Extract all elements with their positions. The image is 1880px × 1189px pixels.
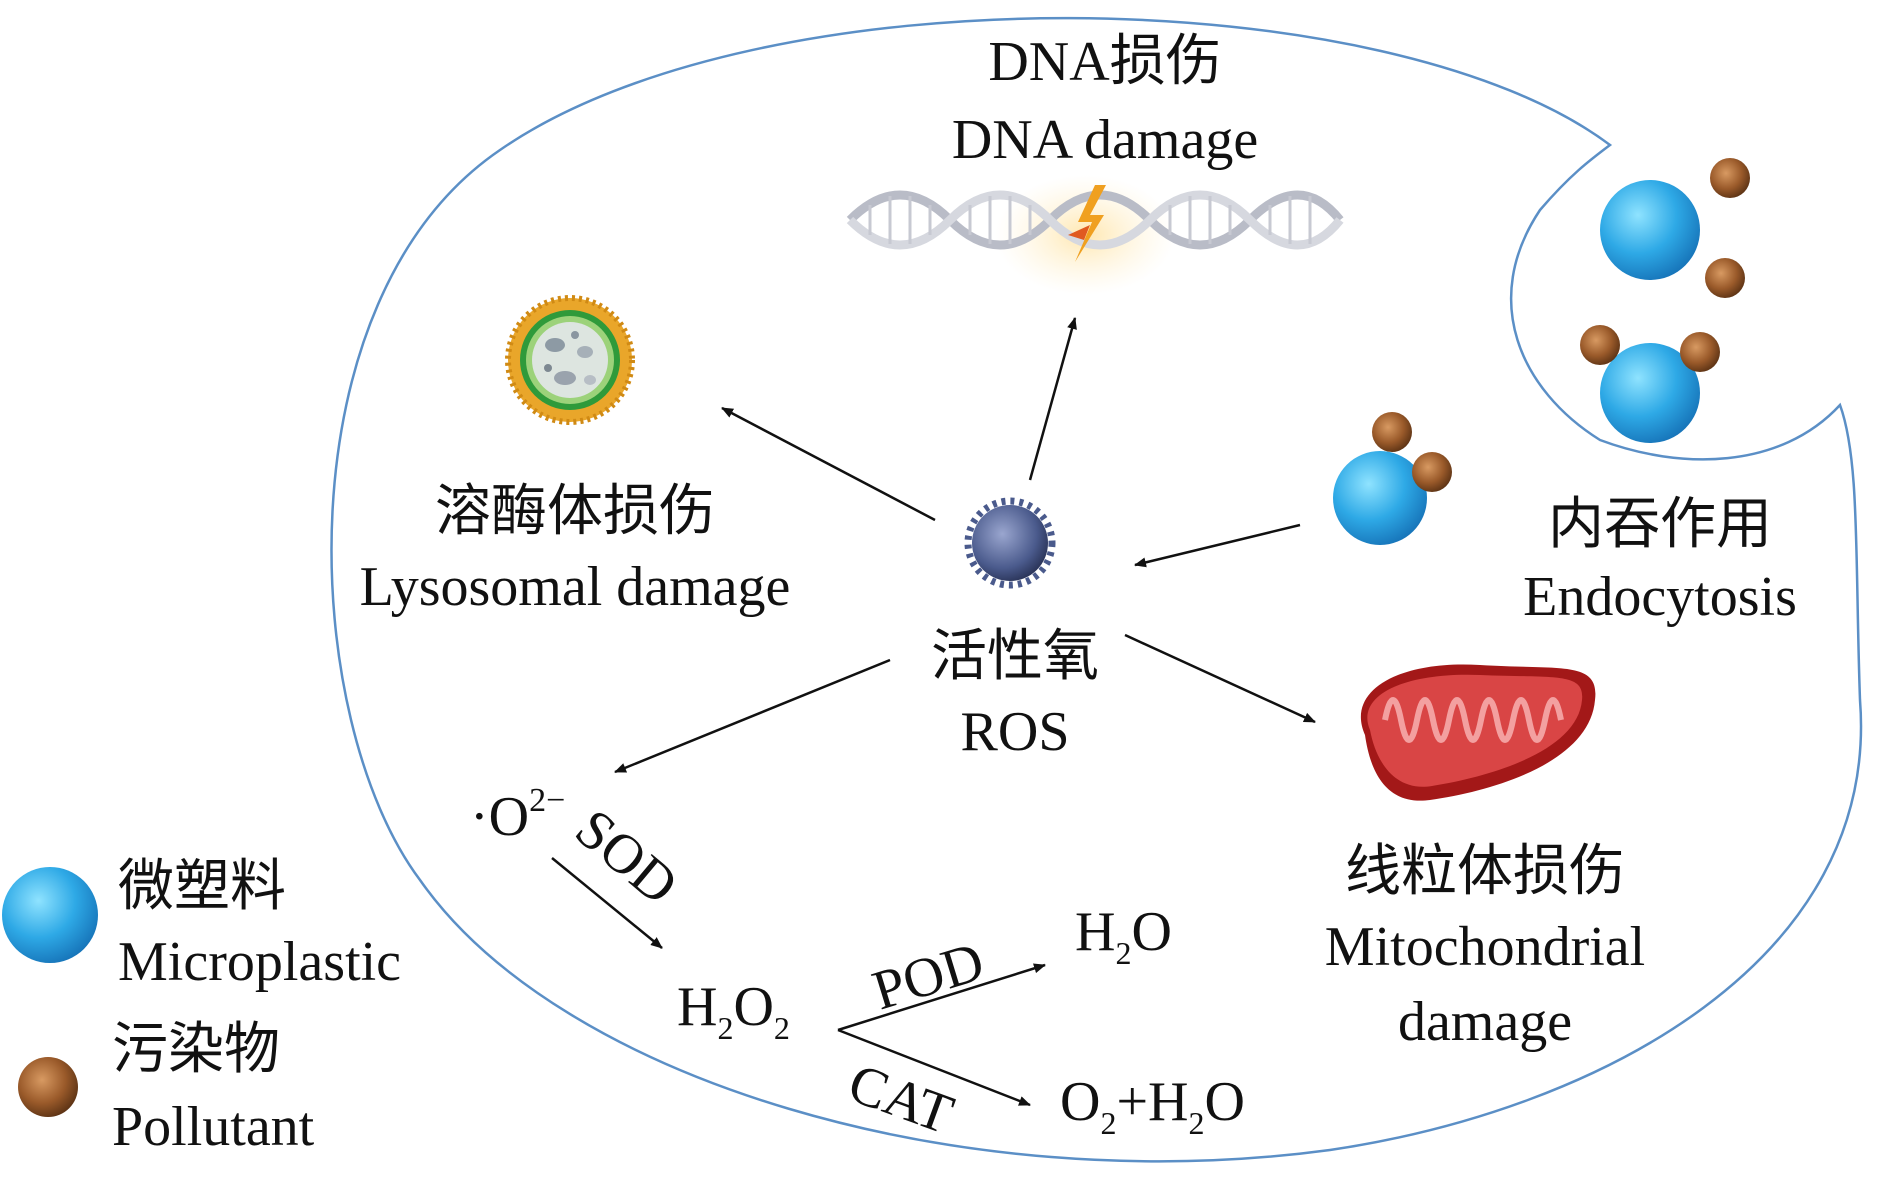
- lysosome-label-cn: 溶酶体损伤: [435, 479, 715, 544]
- microplastic-pollutant-inside-icon: [1333, 412, 1452, 545]
- superoxide-charge: 2−: [529, 782, 565, 819]
- endocytosis-microplastic-icon: [1580, 158, 1750, 443]
- h2o-label: H2O: [1075, 901, 1172, 971]
- cell-membrane: [330, 16, 1863, 1163]
- dna-label-en: DNA damage: [952, 109, 1258, 171]
- endocytosis-label-cn: 内吞作用: [1548, 492, 1772, 557]
- arrow-superoxide-to-h2o2: [551, 857, 663, 949]
- o2h2o-label: O2+H2O: [1060, 1071, 1245, 1141]
- o2h2o-a-sub: 2: [1100, 1105, 1116, 1141]
- h2o2-a-sub: 2: [717, 1010, 733, 1046]
- dna-label-cn: DNA损伤: [988, 31, 1221, 93]
- sod-label: SOD: [564, 797, 690, 917]
- arrow-microplastic-to-ros: [1134, 523, 1301, 568]
- o2h2o-a: O: [1060, 1071, 1100, 1133]
- arrow-ros-to-dna: [1028, 317, 1077, 481]
- cat-label: CAT: [841, 1052, 962, 1146]
- mitochondria-label-cn: 线粒体损伤: [1345, 839, 1625, 904]
- h2o-a-sub: 2: [1115, 935, 1131, 971]
- legend-microplastic-icon: [2, 867, 98, 963]
- legend-microplastic-en: Microplastic: [118, 931, 401, 993]
- arrow-h2o2-to-o2h2o: [837, 1028, 1031, 1107]
- superoxide-label: ·O2−: [470, 782, 565, 848]
- h2o-a: H: [1075, 901, 1115, 963]
- legend-pollutant-cn: 污染物: [112, 1017, 280, 1082]
- legend-pollutant-icon: [18, 1057, 78, 1117]
- legend-microplastic-cn: 微塑料: [118, 854, 286, 919]
- o2h2o-b-sub: 2: [1188, 1105, 1204, 1141]
- arrow-ros-to-superoxide: [614, 658, 891, 774]
- h2o2-a: H: [677, 976, 717, 1038]
- endocytosis-label-en: Endocytosis: [1523, 566, 1797, 628]
- lysosome-label-en: Lysosomal damage: [360, 556, 791, 618]
- h2o2-b: O: [733, 976, 773, 1038]
- ros-label-cn: 活性氧: [931, 624, 1099, 689]
- h2o-b: O: [1131, 901, 1171, 963]
- superoxide-prefix: ·O: [470, 786, 529, 848]
- ros-particle-icon: [964, 497, 1056, 589]
- pod-label: POD: [866, 930, 991, 1022]
- arrow-ros-to-lysosome: [721, 406, 936, 522]
- legend-pollutant-en: Pollutant: [112, 1096, 315, 1158]
- dna-helix-icon: [846, 175, 1344, 295]
- h2o2-b-sub: 2: [774, 1010, 790, 1046]
- arrow-ros-to-mitochondria: [1124, 633, 1316, 724]
- h2o2-label: H2O2: [677, 976, 790, 1046]
- ros-label-en: ROS: [961, 701, 1070, 763]
- lysosome-icon: [505, 295, 635, 425]
- o2h2o-c: O: [1204, 1071, 1244, 1133]
- mitochondria-label-en2: damage: [1398, 991, 1572, 1053]
- o2h2o-plus: +H: [1116, 1071, 1188, 1133]
- arrow-h2o2-to-h2o: [837, 963, 1046, 1032]
- mitochondrion-icon: [1360, 664, 1596, 801]
- mitochondria-label-en: Mitochondrial: [1325, 916, 1645, 978]
